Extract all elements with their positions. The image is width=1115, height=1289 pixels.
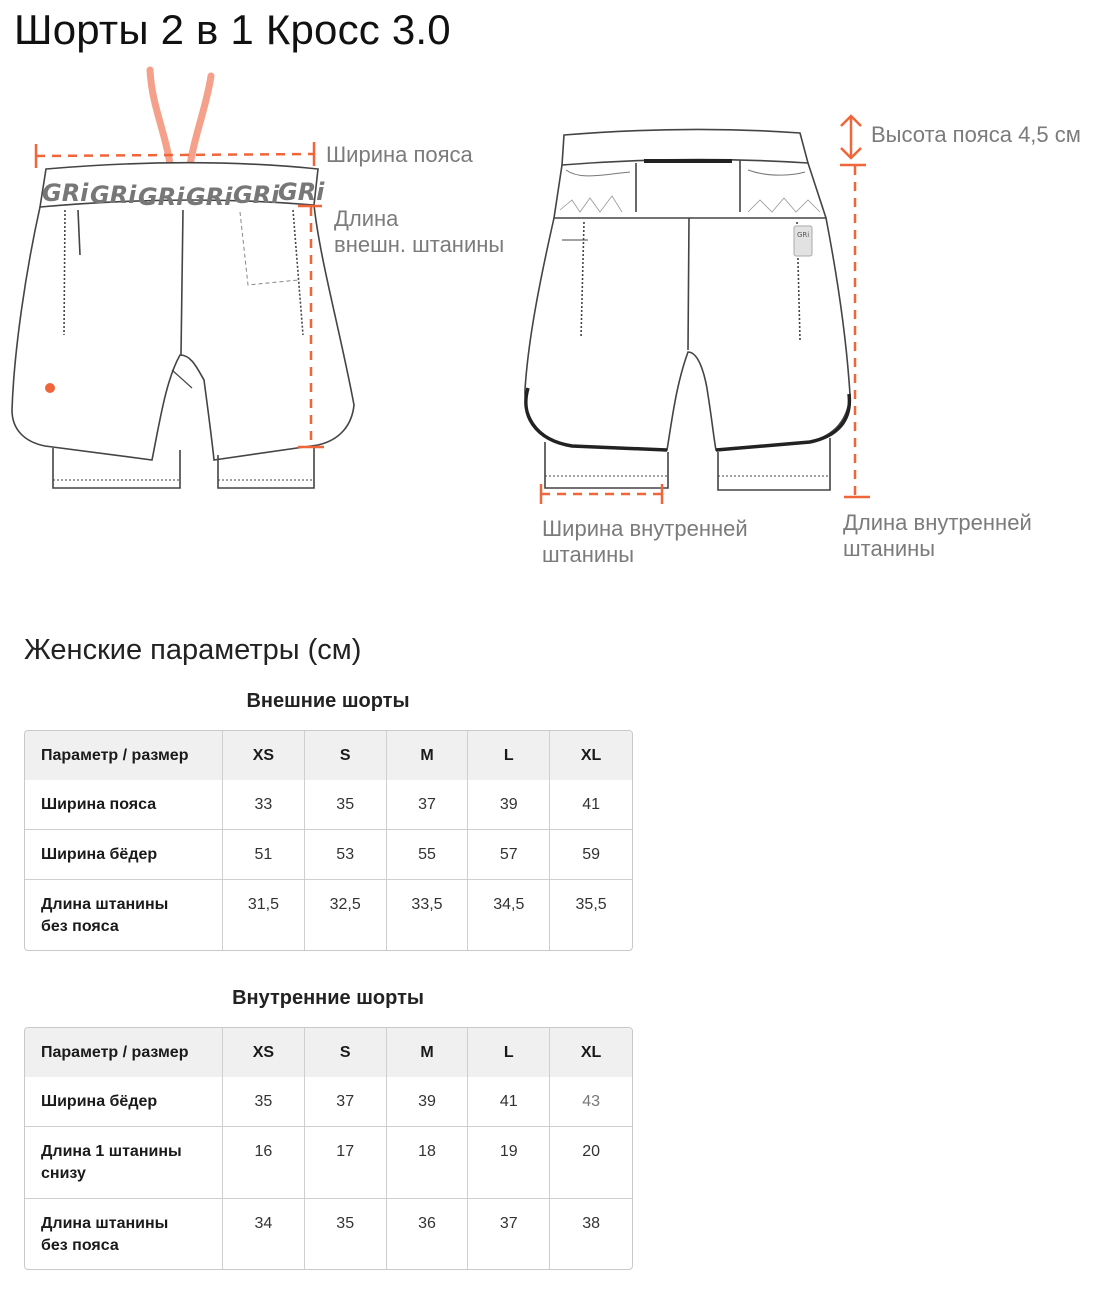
table-row: Длина штанины без пояса 34 35 36 37 38 [25,1199,632,1269]
cell-value: 43 [550,1077,632,1127]
table-row: Длина 1 штанины снизу 16 17 18 19 20 [25,1127,632,1199]
row-param: Длина 1 штанины снизу [25,1127,223,1199]
header-size-xs: XS [223,1028,305,1077]
page-title: Шорты 2 в 1 Кросс 3.0 [14,6,451,53]
table-row: Ширина бёдер 35 37 39 41 43 [25,1077,632,1127]
cell-value: 53 [304,830,387,880]
cell-value: 41 [550,780,632,830]
outer-leg-length-measure [298,204,324,449]
cell-value: 20 [550,1127,632,1199]
cell-value: 35 [305,1199,387,1269]
row-param: Длина штанины без пояса [25,880,223,950]
cell-value: 57 [468,830,551,880]
cell-value: 37 [386,780,469,830]
cell-value: 36 [387,1199,469,1269]
cell-value: 34 [223,1199,305,1269]
shorts-diagram: GRi GRi GRi GRi GRi GRi [0,0,1115,600]
header-size-m: M [386,1028,469,1077]
cell-value: 37 [468,1199,551,1269]
label-waist-width: Ширина пояса [326,142,473,167]
cell-value: 37 [304,1077,387,1127]
front-view-shorts [11,66,355,489]
table-header-row: Параметр / размер XS S M L XL [25,1028,632,1077]
label-outer-leg-length-1: Длина [334,206,399,231]
row-param: Длина штанины без пояса [25,1199,223,1269]
row-param-line2: снизу [41,1165,86,1182]
header-size-xl: XL [550,1028,632,1077]
brand-mark-6: GRi [278,178,325,206]
cell-value: 33,5 [387,880,469,950]
header-size-s: S [304,1028,387,1077]
cell-value: 35 [223,1077,305,1127]
outer-shorts-size-table: Параметр / размер XS S M L XL Ширина поя… [24,730,633,951]
brand-mark-1: GRi [42,179,89,207]
cell-value: 16 [223,1127,305,1199]
inner-leg-length-measure [840,163,870,499]
outer-shorts-table-title: Внешние шорты [246,690,410,712]
cell-value: 34,5 [468,880,551,950]
cell-value: 51 [223,830,305,880]
header-param: Параметр / размер [25,731,223,780]
header-size-l: L [468,1028,551,1077]
cell-value: 33 [223,780,305,830]
section-title: Женские параметры (см) [24,634,362,666]
table-row: Длина штанины без пояса 31,5 32,5 33,5 34… [25,880,632,950]
inner-leg-width-measure [539,484,664,504]
brand-mark-2: GRi [90,181,137,209]
row-param: Ширина пояса [25,780,223,830]
cell-value: 18 [386,1127,469,1199]
cell-value: 41 [468,1077,551,1127]
row-param-line1: Длина штанины [41,896,169,913]
header-size-m: M [386,731,469,780]
table-header-row: Параметр / размер XS S M L XL [25,731,632,780]
table-row: Ширина бёдер 51 53 55 57 59 [25,830,632,880]
header-size-xl: XL [550,731,632,780]
label-waistband-height: Высота пояса 4,5 см [871,122,1081,147]
label-inner-leg-width-1: Ширина внутренней [542,516,748,541]
cell-value: 35,5 [575,896,607,913]
cell-value: 39 [386,1077,469,1127]
cell-value: 35 [304,780,387,830]
row-param-line2: без пояса [41,1237,119,1254]
waist-width-measure [34,142,316,168]
cell-value: 17 [304,1127,387,1199]
table-row: Ширина пояса 33 35 37 39 41 [25,780,632,830]
cell-value: 32,5 [305,880,387,950]
header-size-s: S [304,731,387,780]
brand-mark-3: GRi [138,183,185,211]
row-param: Ширина бёдер [25,830,223,880]
brand-mark-5: GRi [233,181,280,209]
back-view-shorts [524,128,852,491]
label-inner-leg-length-1: Длина внутренней [843,510,1032,535]
brand-mark-4: GRi [186,183,233,211]
header-size-xs: XS [223,731,305,780]
header-size-l: L [468,731,551,780]
inner-shorts-table-title: Внутренние шорты [232,987,424,1009]
row-param-line2: без пояса [41,918,119,935]
brand-tag [793,225,813,257]
label-inner-leg-width-2: штанины [542,542,635,567]
waistband-height-measure [840,114,862,160]
header-param: Параметр / размер [25,1028,223,1077]
waistband-brand-mark: GRi GRi GRi GRi GRi GRi [42,178,325,211]
row-param: Ширина бёдер [25,1077,223,1127]
logo-dot [45,383,55,393]
label-outer-leg-length-2: внешн. штанины [334,232,505,257]
inner-shorts-size-table: Параметр / размер XS S M L XL Ширина бёд… [24,1027,633,1270]
cell-value: 31,5 [223,880,305,950]
row-param-line1: Длина штанины [41,1215,169,1232]
cell-value: 19 [468,1127,551,1199]
cell-value: 38 [582,1215,600,1232]
brand-tag-text: GRi [797,231,809,239]
row-param-line1: Длина 1 штанины [41,1143,182,1160]
cell-value: 55 [386,830,469,880]
cell-value: 39 [468,780,551,830]
label-inner-leg-length-2: штанины [843,536,936,561]
cell-value: 59 [550,830,632,880]
